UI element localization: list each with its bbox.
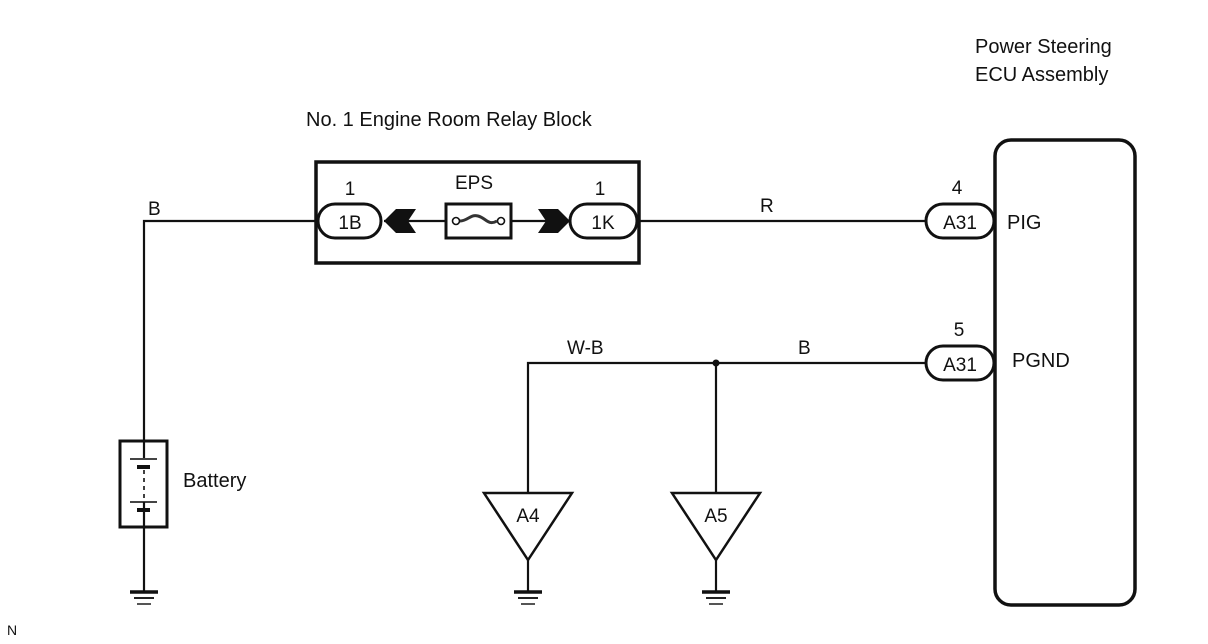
ground-point-a5-label: A5: [704, 506, 727, 527]
connector-a31-pin5: [924, 344, 996, 382]
pin-1b: 1: [345, 179, 356, 200]
pin-number-4: 4: [952, 178, 963, 199]
connector-1b: [316, 202, 383, 240]
wire-ground: [526, 361, 926, 493]
ecu-title-line2: ECU Assembly: [975, 64, 1108, 86]
connector-1b-label: 1B: [338, 213, 361, 234]
fuse-terminal-left-icon: [451, 216, 461, 226]
connector-1k: [568, 202, 639, 240]
fuse-terminal-right-icon: [496, 216, 506, 226]
connector-1k-label: 1K: [591, 213, 615, 234]
footer-code: N: [7, 622, 17, 638]
battery-label: Battery: [183, 470, 246, 492]
fuse-label: EPS: [455, 173, 493, 194]
relay-block-box: [314, 160, 641, 265]
pin-1k: 1: [595, 179, 606, 200]
wire-label-battery: B: [148, 199, 161, 220]
connector-arrow-left-icon: [384, 209, 416, 233]
wire-label-ground-left: W-B: [567, 338, 604, 359]
connector-a31-pin4-label: A31: [943, 213, 977, 234]
fuse-element-icon: [459, 214, 498, 225]
wire-label-pig: R: [760, 196, 774, 217]
wire-battery: [142, 219, 316, 441]
wire-label-ground-right: B: [798, 338, 811, 359]
ground-symbol-a4-icon: [514, 590, 542, 605]
splice-point-icon: [712, 359, 720, 367]
ecu-box: [993, 138, 1137, 607]
connector-a31-pin4: [924, 202, 996, 240]
ground-symbol-battery-icon: [130, 590, 158, 605]
ground-symbol-a5-icon: [702, 590, 730, 605]
terminal-pgnd: PGND: [1012, 350, 1070, 372]
battery-symbol-icon: [130, 441, 157, 527]
relay-block-title: No. 1 Engine Room Relay Block: [306, 109, 593, 131]
ground-point-a5: [669, 491, 763, 563]
pin-number-5: 5: [954, 320, 965, 341]
terminal-pig: PIG: [1007, 212, 1041, 234]
connector-a31-pin5-label: A31: [943, 355, 977, 376]
ecu-title-line1: Power Steering: [975, 36, 1112, 58]
ground-point-a4-label: A4: [516, 506, 540, 527]
ground-point-a4: [481, 491, 575, 563]
connector-arrow-right-icon: [538, 209, 570, 233]
